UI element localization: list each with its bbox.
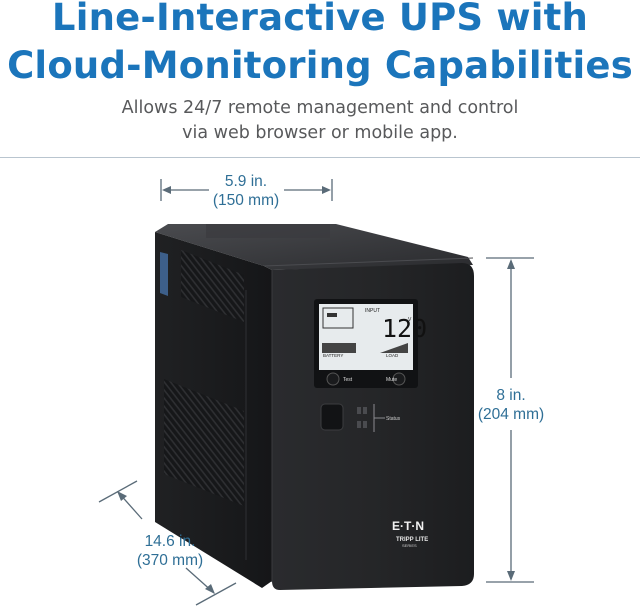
lcd-panel [314, 299, 418, 388]
lcd-voltage: 120 [382, 314, 427, 343]
width-imperial: 5.9 in. [224, 173, 268, 190]
status-label: Status [386, 416, 401, 422]
width-dimension: 5.9 in. (150 mm) [196, 172, 296, 210]
headline-line-1: Line-Interactive UPS with [51, 0, 589, 39]
series-line-2: SERIES [402, 543, 417, 548]
test-button[interactable] [326, 372, 340, 386]
lcd-unit: V [408, 317, 412, 323]
height-imperial: 8 in. [496, 387, 526, 404]
power-button[interactable] [320, 403, 344, 431]
mute-button[interactable] [392, 372, 406, 386]
divider [0, 157, 640, 158]
dimension-lines [98, 179, 534, 606]
subtitle-line-2: via web browser or mobile app. [182, 123, 458, 143]
width-metric: (150 mm) [212, 192, 280, 209]
series-line-1: TRIPP LITE [396, 537, 428, 543]
mute-label: Mute [386, 377, 397, 383]
subtitle-line-1: Allows 24/7 remote management and contro… [121, 98, 519, 118]
lcd-input-label: INPUT [365, 308, 380, 314]
test-label: Test [343, 377, 353, 383]
height-dimension: 8 in. (204 mm) [470, 386, 552, 424]
eaton-logo: E·T·N [392, 519, 424, 533]
depth-imperial: 14.6 in. [144, 533, 196, 550]
lcd-battery-label: BATTERY [323, 353, 343, 358]
depth-dimension: 14.6 in. (370 mm) [125, 532, 215, 570]
height-metric: (204 mm) [477, 406, 545, 423]
status-leds [357, 404, 385, 432]
headline-line-2: Cloud-Monitoring Capabilities [7, 44, 633, 87]
depth-metric: (370 mm) [136, 552, 204, 569]
lcd-load-label: LOAD [386, 353, 399, 358]
